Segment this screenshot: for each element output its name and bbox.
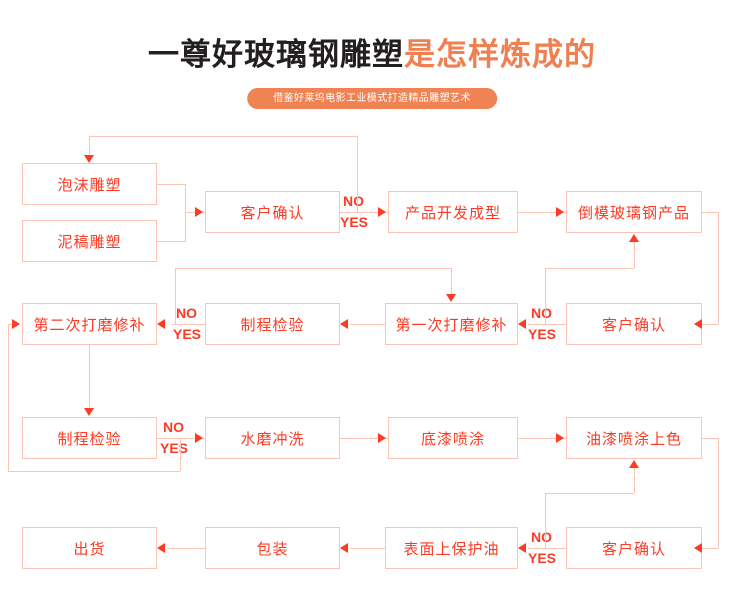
arrow-into-frp-mold-product [556,207,564,217]
node-process-inspection-1[interactable]: 制程检验 [205,303,340,345]
connector-confirm3-yes [528,548,566,549]
arrow-into-packaging [340,543,348,553]
connector-product-to-frp [518,212,566,213]
arrow-into-customer-confirm-1 [195,207,203,217]
page-title-accent: 是怎样炼成的 [404,37,596,72]
arrow-into-frp-mold-product-bottom [629,234,639,242]
connector-first-sanding-to-inspection1 [350,324,385,325]
node-customer-confirm-1[interactable]: 客户确认 [205,191,340,233]
node-primer-spraying[interactable]: 底漆喷涂 [388,417,518,459]
node-customer-confirm-3[interactable]: 客户确认 [566,527,702,569]
arrow-into-customer-confirm-3 [694,543,702,553]
decision-label-yes-4: YES [160,440,189,456]
arrow-into-process-inspection-2 [84,408,94,416]
arrow-into-second-sanding-repair [157,319,165,329]
node-foam-sculpture[interactable]: 泡沫雕塑 [22,163,157,205]
connector-confirm2-yes [528,324,566,325]
process-flowchart: 泡沫雕塑 泥稿雕塑 客户确认 产品开发成型 倒模玻璃钢产品 第二次打磨修补 制程… [0,120,744,607]
node-product-development[interactable]: 产品开发成型 [388,191,518,233]
connector-inspection1-no-down [451,268,452,295]
arrow-into-paint-spraying-color [556,433,564,443]
connector-packaging-to-shipping [167,548,205,549]
node-surface-protect-oil[interactable]: 表面上保护油 [385,527,518,569]
decision-label-yes-5: YES [528,550,557,566]
connector-confirm2-no-right [545,268,634,269]
connector-foam-to-merge [157,184,185,185]
node-shipping[interactable]: 出货 [22,527,157,569]
connector-paint-right-down [718,438,719,548]
connector-confirm1-no-up [357,136,358,212]
connector-frp-to-confirm2 [702,324,718,325]
decision-label-yes-3: YES [528,326,557,342]
connector-frp-right-out [702,212,718,213]
arrow-into-surface-protect-oil [518,543,526,553]
connector-inspection2-no-down [180,438,181,471]
connector-confirm2-no-up [545,268,546,324]
connector-confirm1-yes [340,212,388,213]
page-header: 一尊好玻璃钢雕塑是怎样炼成的 借鉴好莱坞电影工业模式打造精品雕塑艺术 [0,0,744,120]
connector-inspection2-no-left [8,471,180,472]
decision-label-no-1: NO [343,193,364,209]
connector-inspection2-no-in [8,324,14,325]
connector-clay-to-merge [157,241,185,242]
arrow-into-product-development [378,207,386,217]
decision-label-no-5: NO [531,529,552,545]
connector-confirm1-no-left [89,136,357,137]
connector-inspection2-yes [157,438,205,439]
node-second-sanding-repair[interactable]: 第二次打磨修补 [22,303,157,345]
arrow-into-process-inspection-1 [340,319,348,329]
connector-confirm3-no-right [545,493,634,494]
connector-confirm3-no-up2 [634,468,635,493]
arrow-into-shipping [157,543,165,553]
node-frp-mold-product[interactable]: 倒模玻璃钢产品 [566,191,702,233]
node-paint-spraying-color[interactable]: 油漆喷涂上色 [566,417,702,459]
connector-merge-vertical [185,184,186,242]
decision-label-no-2: NO [176,305,197,321]
connector-confirm1-no-down [89,136,90,156]
arrow-into-water-grinding-rinse [195,433,203,443]
connector-confirm3-no-up [545,493,546,548]
node-first-sanding-repair[interactable]: 第一次打磨修补 [385,303,518,345]
arrow-into-customer-confirm-2 [694,319,702,329]
connector-oil-to-packaging [350,548,385,549]
decision-label-yes-2: YES [173,326,202,342]
node-customer-confirm-2[interactable]: 客户确认 [566,303,702,345]
connector-inspection1-no-right [175,268,451,269]
connector-rinse-to-primer [340,438,388,439]
page-title-primary: 一尊好玻璃钢雕塑 [148,37,404,72]
connector-inspection1-no-up [175,268,176,324]
subtitle-pill: 借鉴好莱坞电影工业模式打造精品雕塑艺术 [247,88,497,109]
connector-paint-right-out [702,438,718,439]
arrow-into-first-sanding-repair-top [446,294,456,302]
node-clay-sculpture[interactable]: 泥稿雕塑 [22,220,157,262]
page-title: 一尊好玻璃钢雕塑是怎样炼成的 [0,36,744,74]
node-water-grinding-rinse[interactable]: 水磨冲洗 [205,417,340,459]
node-process-inspection-2[interactable]: 制程检验 [22,417,157,459]
arrow-into-second-sanding-repair-left [12,319,20,329]
arrow-into-primer-spraying [378,433,386,443]
connector-inspection2-no-up [8,324,9,471]
connector-primer-to-paint [518,438,566,439]
connector-inspection1-yes [172,324,205,325]
decision-label-no-3: NO [531,305,552,321]
arrow-into-first-sanding-repair [518,319,526,329]
decision-label-yes-1: YES [340,214,369,230]
connector-paint-to-confirm3 [702,548,718,549]
connector-second-sanding-down [89,345,90,409]
node-packaging[interactable]: 包装 [205,527,340,569]
arrow-into-foam-sculpture [84,155,94,163]
connector-confirm2-no-up2 [634,242,635,268]
connector-frp-right-down [718,212,719,324]
arrow-into-paint-spraying-color-bottom [629,460,639,468]
decision-label-no-4: NO [163,419,184,435]
